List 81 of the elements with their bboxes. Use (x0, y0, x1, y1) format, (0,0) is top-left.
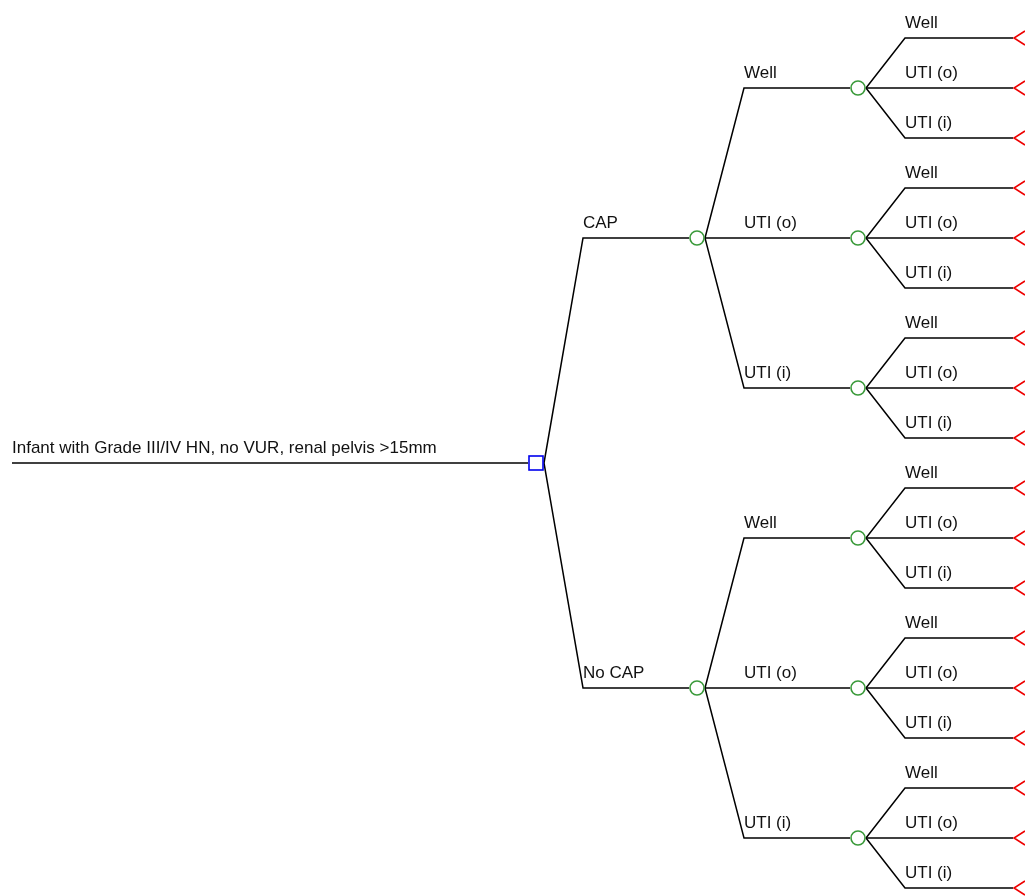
branch-line (865, 337, 1014, 389)
chance-node (850, 230, 866, 246)
branch-label: UTI (o) (905, 813, 958, 833)
branch-line (865, 537, 1014, 539)
branch-line (865, 237, 1014, 289)
branch-line (865, 687, 1014, 689)
branch-label: UTI (i) (905, 263, 953, 283)
chance-node (850, 530, 866, 546)
chance-node (689, 680, 705, 696)
terminal-node (1013, 530, 1025, 546)
branch-line (543, 237, 690, 464)
branch-label: UTI (o) (905, 363, 958, 383)
branch-label: Well (905, 763, 938, 783)
branch-label: Well (905, 313, 938, 333)
branch-label: UTI (i) (905, 713, 953, 733)
terminal-node (1013, 380, 1025, 396)
terminal-node (1013, 880, 1025, 896)
branch-label: UTI (i) (905, 413, 953, 433)
branch-label: No CAP (583, 663, 645, 683)
branch-line (704, 687, 851, 839)
branch-label: Well (905, 163, 938, 183)
branch-line (704, 237, 851, 389)
terminal-node (1013, 230, 1025, 246)
branch-label: Well (744, 63, 777, 83)
branch-line (704, 537, 851, 689)
branch-label: Well (744, 513, 777, 533)
branch-line (865, 387, 1014, 389)
chance-node (850, 830, 866, 846)
chance-node (850, 80, 866, 96)
branch-label: UTI (o) (905, 663, 958, 683)
branch-line (865, 87, 1014, 89)
branch-label: UTI (o) (905, 513, 958, 533)
terminal-node (1013, 30, 1025, 46)
terminal-node (1013, 680, 1025, 696)
branch-line (865, 637, 1014, 689)
decision-node (528, 455, 544, 471)
branch-line (865, 487, 1014, 539)
branch-line (865, 87, 1014, 139)
branch-label: UTI (i) (905, 863, 953, 883)
branch-line (704, 87, 851, 239)
branch-line (704, 237, 851, 239)
terminal-node (1013, 180, 1025, 196)
chance-node (850, 380, 866, 396)
branch-label: Well (905, 463, 938, 483)
terminal-node (1013, 430, 1025, 446)
branch-label: UTI (o) (905, 63, 958, 83)
branch-line (704, 687, 851, 689)
terminal-node (1013, 730, 1025, 746)
terminal-node (1013, 130, 1025, 146)
branch-line (865, 37, 1014, 89)
terminal-node (1013, 580, 1025, 596)
branch-line (865, 837, 1014, 839)
terminal-node (1013, 480, 1025, 496)
branch-line (543, 462, 690, 689)
branch-line (865, 837, 1014, 889)
branch-line (865, 687, 1014, 739)
branch-label: UTI (o) (905, 213, 958, 233)
branch-label: Well (905, 613, 938, 633)
branch-label: CAP (583, 213, 618, 233)
branch-label: Well (905, 13, 938, 33)
terminal-node (1013, 830, 1025, 846)
terminal-node (1013, 330, 1025, 346)
branch-line (865, 387, 1014, 439)
branch-label: UTI (o) (744, 663, 797, 683)
branch-label: UTI (i) (744, 813, 792, 833)
terminal-node (1013, 780, 1025, 796)
terminal-node (1013, 80, 1025, 96)
branch-label: UTI (i) (905, 563, 953, 583)
branch-label: UTI (i) (744, 363, 792, 383)
branch-line (865, 237, 1014, 239)
chance-node (850, 680, 866, 696)
terminal-node (1013, 280, 1025, 296)
chance-node (689, 230, 705, 246)
branch-label: UTI (i) (905, 113, 953, 133)
terminal-node (1013, 630, 1025, 646)
branch-line (865, 187, 1014, 239)
branch-label: Infant with Grade III/IV HN, no VUR, renal pelvis >15mm (12, 438, 437, 458)
branch-line (865, 537, 1014, 589)
branch-line (865, 787, 1014, 839)
branch-label: UTI (o) (744, 213, 797, 233)
branch-line (11, 462, 529, 464)
